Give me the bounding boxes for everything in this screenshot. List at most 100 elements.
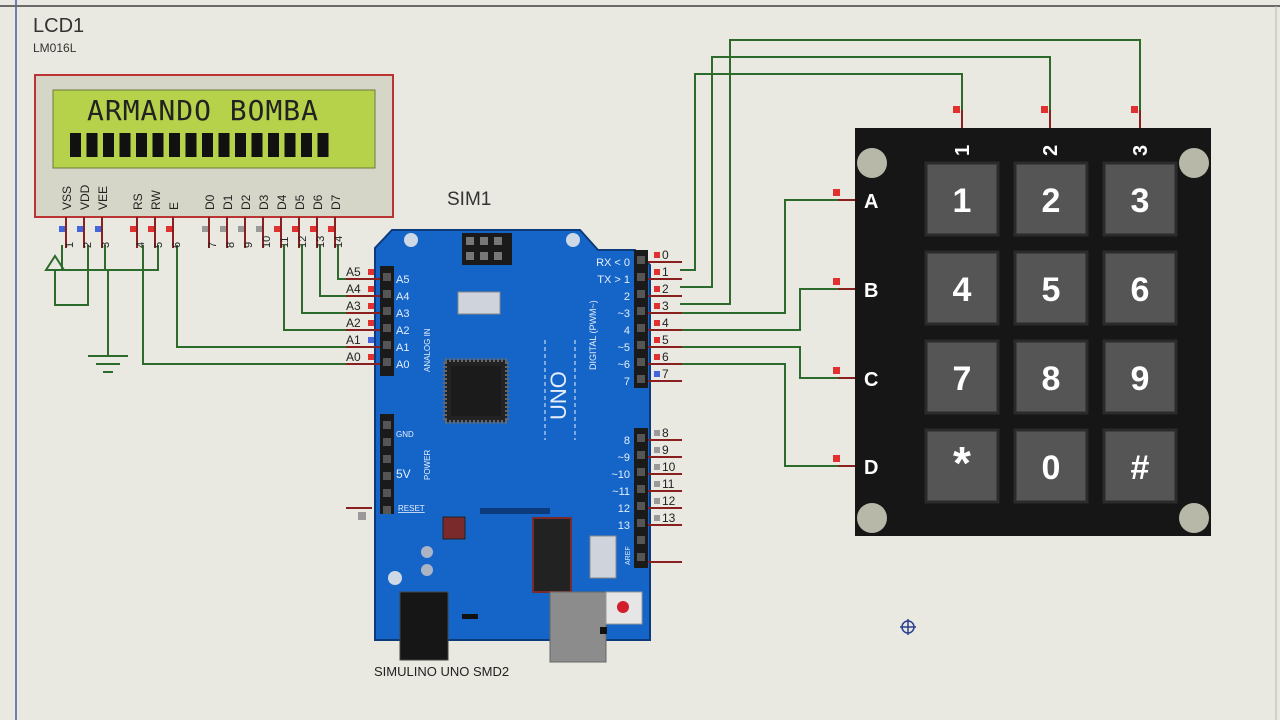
lcd-component[interactable]: LCD1 LM016L ARMANDO BOMBA VSS1VDD2VEE3RS… xyxy=(33,15,394,248)
digital-pin-label: ~11 xyxy=(612,486,630,498)
lcd-char-block xyxy=(70,133,81,157)
keypad-key-label: 0 xyxy=(1042,449,1061,487)
reset-button[interactable] xyxy=(617,601,629,613)
keypad-key-9[interactable]: 9 xyxy=(1102,339,1178,415)
wire-d6-rowD xyxy=(680,363,838,467)
keypad-pin-state-marker xyxy=(833,278,840,285)
digital-pin-number: 6 xyxy=(662,350,669,364)
lcd-pin-number: 3 xyxy=(100,242,112,248)
analog-pin-label: A0 xyxy=(396,359,409,371)
digital-pin-state-marker xyxy=(654,252,660,258)
lcd-pin-name: D1 xyxy=(221,194,235,210)
lcd-pin-number: 10 xyxy=(261,236,273,248)
keypad-col-label: 2 xyxy=(1040,145,1062,156)
keypad-corner-hole-icon xyxy=(857,148,887,178)
analog-pin-state-marker xyxy=(368,269,374,275)
keypad-key-4[interactable]: 4 xyxy=(924,250,1000,326)
small-chip xyxy=(442,516,466,540)
capacitor-icon xyxy=(421,564,433,576)
digital-pin-label: 7 xyxy=(624,376,630,388)
resistor-array xyxy=(480,508,550,514)
lcd-char-block xyxy=(136,133,147,157)
digital-pin-state-marker xyxy=(654,269,660,275)
lcd-pin-name: D0 xyxy=(203,194,217,210)
lcd-pin-name: RW xyxy=(149,190,163,210)
wire-d4-a2 xyxy=(283,245,372,331)
mount-hole-icon xyxy=(388,571,402,585)
analog-pin-ext-label: A4 xyxy=(346,282,361,296)
lcd-pin-state-marker xyxy=(95,226,101,232)
lcd-pin-number: 7 xyxy=(207,242,219,248)
keypad-key-1[interactable]: 1 xyxy=(924,161,1000,237)
keypad-key-3[interactable]: 3 xyxy=(1102,161,1178,237)
lcd-pins: VSS1VDD2VEE3RS4RW5E6D07D18D29D310D411D51… xyxy=(59,184,345,248)
wire-e-a1 xyxy=(176,245,372,348)
digital-pin-label: RX < 0 xyxy=(596,257,630,269)
digital-pin-number: 1 xyxy=(662,265,669,279)
digital-pin-state-marker xyxy=(654,464,660,470)
keypad-key-8[interactable]: 8 xyxy=(1013,339,1089,415)
analog-pin-label: A2 xyxy=(396,325,409,337)
reset-pin-marker xyxy=(358,512,366,520)
analog-pin-label: A1 xyxy=(396,342,409,354)
crosshair-cursor-icon xyxy=(900,619,916,635)
lcd-char-block xyxy=(317,133,329,157)
digital-pin-number: 0 xyxy=(662,248,669,262)
keypad-key-label: 2 xyxy=(1042,182,1061,220)
wire-lcd-vss-rw xyxy=(61,245,159,271)
digital-pin-label: ~3 xyxy=(617,308,630,320)
keypad-row-label: B xyxy=(864,280,878,302)
lcd-line1-text: ARMANDO BOMBA xyxy=(87,94,319,127)
analog-pin-state-marker xyxy=(368,286,374,292)
keypad-pin-state-marker xyxy=(833,455,840,462)
digital-pin-state-marker xyxy=(654,354,660,360)
keypad-key-0[interactable]: 0 xyxy=(1013,428,1089,504)
lcd-pin-state-marker xyxy=(202,226,208,232)
digital-pin-state-marker xyxy=(654,498,660,504)
analog-pin-ext-label: A2 xyxy=(346,316,361,330)
digital-pin-number: 7 xyxy=(662,367,669,381)
keypad-key-5[interactable]: 5 xyxy=(1013,250,1089,326)
keypad-key-label: 8 xyxy=(1042,360,1061,398)
keypad-key-label: 1 xyxy=(953,182,972,220)
keypad-key-*[interactable]: * xyxy=(924,428,1000,504)
keypad-key-label: 6 xyxy=(1131,271,1150,309)
digital-header-low xyxy=(634,250,648,388)
digital-pin-label: 8 xyxy=(624,435,630,447)
board-reset-silk: RESET xyxy=(398,504,425,513)
lcd-char-block xyxy=(185,133,197,157)
keypad-key-label: 9 xyxy=(1131,360,1150,398)
analog-pin-ext-label: A3 xyxy=(346,299,361,313)
arduino-board[interactable]: SIM1 UNO DIGITAL (PWM~) ANALOG IN POWER … xyxy=(346,189,682,679)
keypad-key-label: # xyxy=(1131,449,1150,487)
keypad-key-7[interactable]: 7 xyxy=(924,339,1000,415)
keypad-row-label: A xyxy=(864,191,878,213)
lcd-pin-number: 1 xyxy=(64,242,76,248)
analog-pin-state-marker xyxy=(368,303,374,309)
lcd-pin-name: D6 xyxy=(311,194,325,210)
wire-d3-rowA xyxy=(680,199,838,314)
lcd-pin-name: D7 xyxy=(329,194,343,210)
digital-pin-state-marker xyxy=(654,515,660,521)
lcd-char-block xyxy=(103,133,114,157)
analog-pin-state-marker xyxy=(368,320,374,326)
ground-symbol xyxy=(88,355,128,373)
board-gnd-silk: GND xyxy=(396,430,414,439)
digital-pin-number: 13 xyxy=(662,511,676,525)
board-aref-silk: AREF xyxy=(625,546,632,565)
lcd-char-block xyxy=(218,133,230,157)
keypad-corner-hole-icon xyxy=(1179,148,1209,178)
digital-pin-state-marker xyxy=(654,430,660,436)
keypad-key-2[interactable]: 2 xyxy=(1013,161,1089,237)
keypad-key-#[interactable]: # xyxy=(1102,428,1178,504)
lcd-char-block xyxy=(284,133,296,157)
keypad-pin-state-marker xyxy=(833,189,840,196)
keypad-key-6[interactable]: 6 xyxy=(1102,250,1178,326)
lcd-pin-state-marker xyxy=(274,226,280,232)
digital-pin-state-marker xyxy=(654,447,660,453)
lcd-pin-number: 6 xyxy=(171,242,183,248)
digital-pin-state-marker xyxy=(654,337,660,343)
keypad-key-label: * xyxy=(953,437,971,489)
